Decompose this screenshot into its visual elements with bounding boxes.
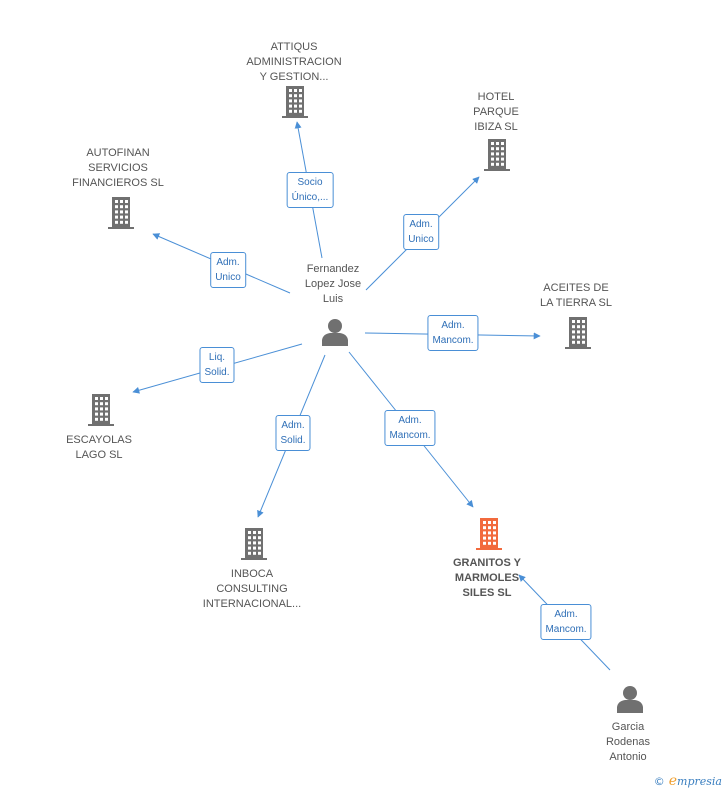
edge-label-line: Liq. — [208, 352, 226, 363]
edge-label-line: Adm. — [281, 420, 305, 431]
node-label-inboca[interactable]: INBOCA CONSULTING INTERNACIONAL... — [203, 567, 301, 612]
node-label-line: CONSULTING — [216, 583, 288, 595]
edge-label-line: Mancom. — [545, 624, 587, 635]
person-icon-garcia[interactable] — [617, 686, 643, 713]
edge-label-fernandez-granitos[interactable]: Adm. Mancom. — [384, 410, 436, 446]
node-label-escayolas[interactable]: ESCAYOLAS LAGO SL — [66, 433, 132, 463]
edge-label-garcia-granitos[interactable]: Adm. Mancom. — [540, 604, 592, 640]
node-label-line: ADMINISTRACION — [246, 56, 342, 68]
edge-label-fernandez-autofinan[interactable]: Adm. Unico — [210, 252, 246, 288]
edge-label-line: Único,... — [291, 192, 329, 203]
building-icon-hotel[interactable] — [484, 139, 510, 171]
person-icon-fernandez[interactable] — [322, 319, 348, 346]
node-label-autofinan[interactable]: AUTOFINAN SERVICIOS FINANCIEROS SL — [72, 146, 164, 191]
edge-label-line: Adm. — [441, 320, 465, 331]
edge-label-line: Adm. — [409, 219, 433, 230]
brand-watermark: ©empresia — [654, 773, 722, 789]
node-label-line: Lopez Jose — [304, 278, 362, 290]
node-label-line: LAGO SL — [75, 449, 123, 461]
edge-label-fernandez-escayolas[interactable]: Liq. Solid. — [199, 347, 235, 383]
node-label-line: IBIZA SL — [474, 121, 518, 133]
edge-label-line: Adm. — [554, 609, 578, 620]
edge-label-line: Solid. — [204, 367, 230, 378]
building-icon-attiqus[interactable] — [282, 86, 308, 118]
building-icon-escayolas[interactable] — [88, 394, 114, 426]
edge-label-line: Unico — [215, 272, 241, 283]
edge-label-line: Unico — [408, 234, 434, 245]
node-label-line: ESCAYOLAS — [66, 434, 132, 446]
node-label-hotel[interactable]: HOTEL PARQUE IBIZA SL — [473, 90, 519, 135]
edge-label-line: Socio — [297, 177, 323, 188]
node-label-line: Y GESTION... — [259, 71, 329, 83]
node-label-line: ATTIQUS — [270, 41, 318, 53]
node-label-line: HOTEL — [477, 91, 515, 103]
building-icon-granitos[interactable] — [476, 518, 502, 550]
node-label-line: Antonio — [609, 751, 647, 763]
node-label-line: Luis — [322, 293, 344, 305]
node-label-line: SILES SL — [462, 587, 512, 599]
copyright-symbol: © — [653, 775, 665, 788]
brand-name: mpresia — [677, 775, 722, 788]
node-label-line: LA TIERRA SL — [540, 297, 612, 309]
edge-label-fernandez-inboca[interactable]: Adm. Solid. — [275, 415, 311, 451]
node-label-line: Garcia — [611, 721, 645, 733]
edge-label-line: Adm. — [216, 257, 240, 268]
node-label-granitos[interactable]: GRANITOS Y MARMOLES SILES SL — [453, 556, 521, 601]
node-label-line: MARMOLES — [454, 572, 520, 584]
edge-label-line: Mancom. — [432, 335, 474, 346]
edge-label-line: Solid. — [280, 435, 306, 446]
edge-label-fernandez-hotel[interactable]: Adm. Unico — [403, 214, 439, 250]
building-icon-aceites[interactable] — [565, 317, 591, 349]
edge-label-fernandez-aceites[interactable]: Adm. Mancom. — [427, 315, 479, 351]
node-label-line: GRANITOS Y — [452, 557, 522, 569]
node-label-attiqus[interactable]: ATTIQUS ADMINISTRACION Y GESTION... — [246, 40, 341, 85]
node-label-line: FINANCIEROS SL — [72, 177, 164, 189]
brand-initial: e — [668, 773, 678, 789]
node-label-line: AUTOFINAN — [86, 147, 150, 159]
node-label-aceites[interactable]: ACEITES DE LA TIERRA SL — [540, 281, 612, 311]
edge-label-line: Adm. — [398, 415, 422, 426]
node-label-line: Fernandez — [306, 263, 360, 275]
node-label-line: ACEITES DE — [543, 282, 609, 294]
node-label-line: Rodenas — [605, 736, 651, 748]
node-label-line: SERVICIOS — [88, 162, 148, 174]
building-icon-autofinan[interactable] — [108, 197, 134, 229]
edge-label-line: Mancom. — [389, 430, 431, 441]
node-label-line: PARQUE — [473, 106, 519, 118]
building-icon-inboca[interactable] — [241, 528, 267, 560]
node-label-line: INTERNACIONAL... — [202, 598, 302, 610]
node-label-line: INBOCA — [230, 568, 274, 580]
